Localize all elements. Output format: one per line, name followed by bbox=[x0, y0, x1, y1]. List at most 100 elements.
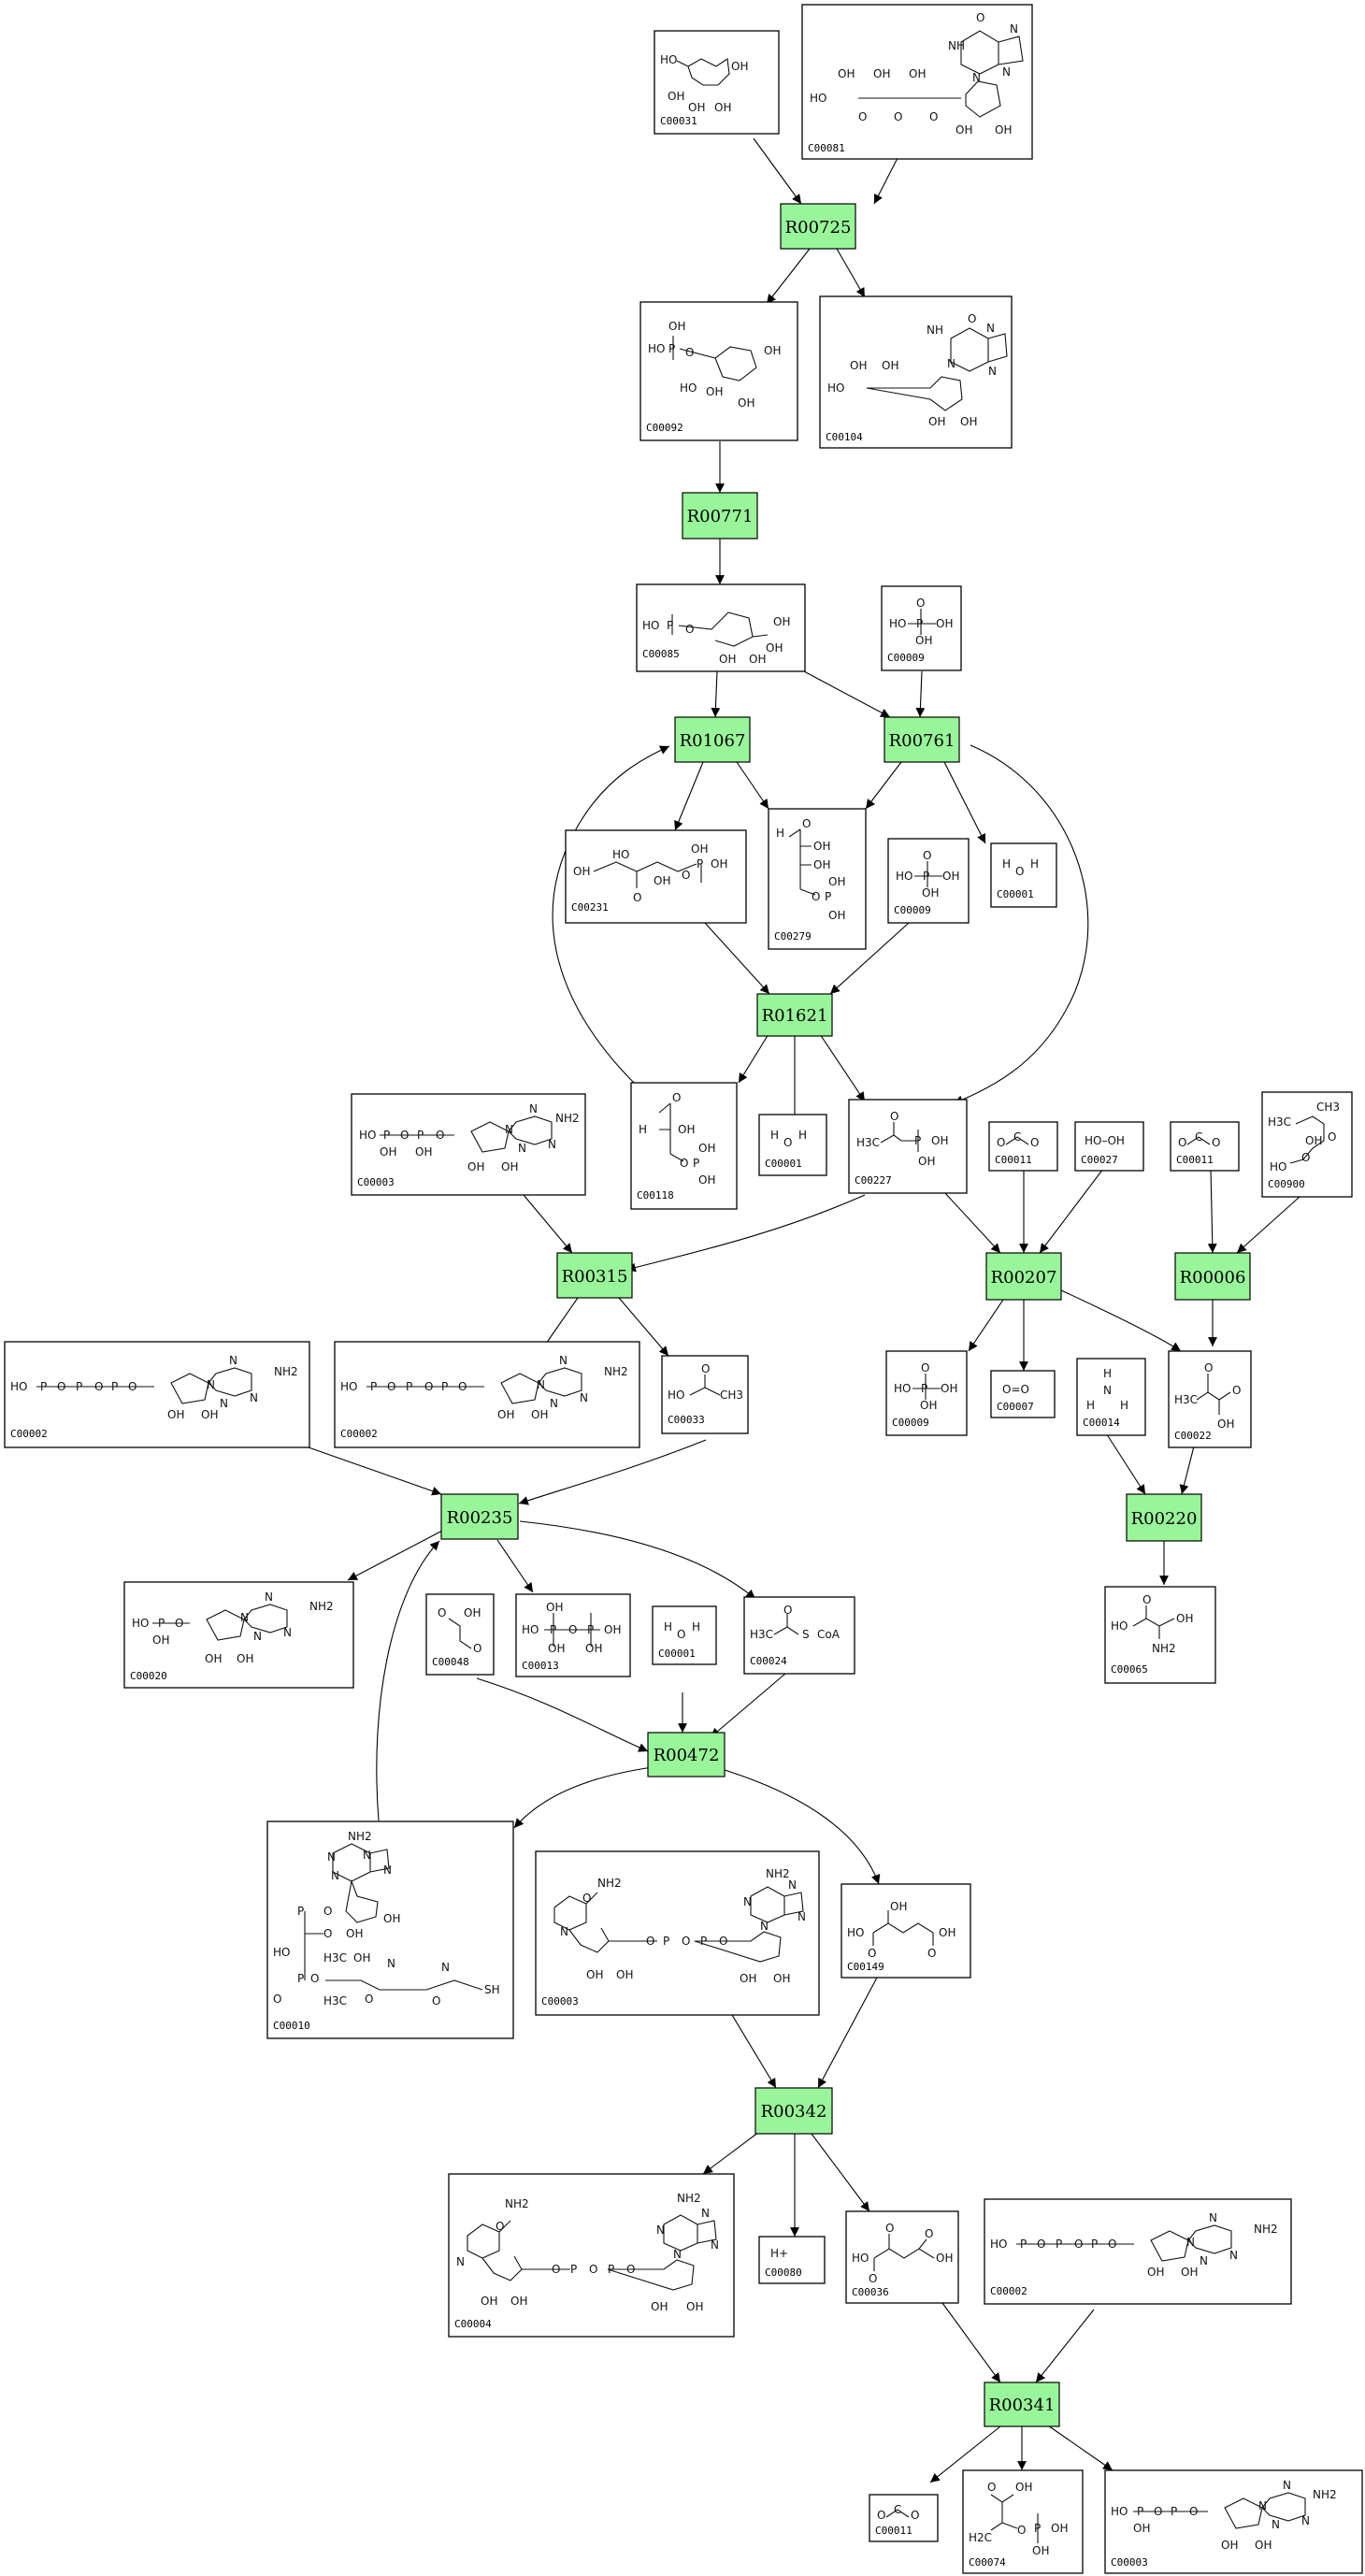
atom-label: N bbox=[240, 1611, 249, 1624]
atom-label: HO bbox=[359, 1129, 376, 1142]
compound-node-c00011c[interactable]: O C O C00011 bbox=[869, 2494, 939, 2542]
compound-node-c00020[interactable]: HO P O OH NH2 N N N N OH OH C00020 bbox=[123, 1581, 354, 1689]
compound-node-c00003c[interactable]: HO P O P O OH NH2 N N N N OH OH C00003 bbox=[1104, 2469, 1363, 2574]
reaction-node-R01067[interactable]: R01067 bbox=[674, 716, 751, 763]
compound-label: C00092 bbox=[646, 422, 683, 434]
compound-label: C00227 bbox=[855, 1174, 892, 1187]
reaction-box bbox=[682, 492, 758, 540]
reaction-node-R00235[interactable]: R00235 bbox=[440, 1493, 519, 1540]
reaction-label: R00220 bbox=[1131, 1509, 1198, 1529]
compound-node-c00080[interactable]: H+ C00080 bbox=[758, 2236, 826, 2284]
compound-node-c00048[interactable]: O OH O C00048 bbox=[425, 1593, 495, 1676]
atom-label: N bbox=[253, 1630, 262, 1643]
compound-node-c00031[interactable]: HO OH OH OH OH C00031 bbox=[654, 30, 780, 135]
compound-node-c00149[interactable]: HO OH O OH O C00149 bbox=[841, 1883, 971, 1979]
compound-node-c00011a[interactable]: O C O C00011 bbox=[988, 1121, 1058, 1172]
atom-label: OH bbox=[205, 1652, 222, 1665]
atom-label: OH bbox=[942, 870, 959, 883]
compound-node-c00013[interactable]: HO P O P OH OH OH OH C00013 bbox=[515, 1593, 631, 1677]
compound-box bbox=[758, 1114, 827, 1176]
reaction-node-R00761[interactable]: R00761 bbox=[884, 716, 960, 763]
compound-node-c00001a[interactable]: H O H C00001 bbox=[990, 842, 1057, 908]
compound-node-c00003b[interactable]: NH2 O N NH2 N N N N O P O P O OH OH OH O… bbox=[535, 1850, 820, 2016]
compound-node-c00011b[interactable]: O C O C00011 bbox=[1170, 1121, 1240, 1172]
edge bbox=[704, 922, 770, 995]
atom-label: NH2 bbox=[309, 1600, 334, 1613]
atom-label: OH bbox=[501, 1160, 518, 1173]
atom-label: O bbox=[1301, 1151, 1310, 1164]
compound-node-c00231[interactable]: OH HO O OH P OH OH O C00231 bbox=[565, 829, 747, 924]
compound-label: C00027 bbox=[1081, 1154, 1118, 1166]
edge bbox=[552, 745, 670, 1086]
edge bbox=[753, 137, 802, 205]
atom-label: OH bbox=[481, 2295, 497, 2308]
compound-node-c00001c[interactable]: H O H C00001 bbox=[652, 1605, 717, 1665]
compound-node-c00003a[interactable]: HO P O P O OH OH NH2 N N N N OH OH C0000… bbox=[351, 1093, 586, 1196]
molecule-structure bbox=[873, 2234, 935, 2271]
atom-label: O bbox=[923, 849, 931, 862]
compound-node-c00900[interactable]: CH3 H3C OH O HO O C00900 bbox=[1261, 1091, 1353, 1198]
reaction-node-R00220[interactable]: R00220 bbox=[1126, 1493, 1202, 1542]
compound-box bbox=[1104, 2469, 1363, 2574]
atom-label: N bbox=[505, 1123, 513, 1136]
compound-node-c00002b[interactable]: HO P O P O P O NH2 N N N N OH OH C00002 bbox=[334, 1341, 640, 1448]
atom-label: OH bbox=[1305, 1134, 1322, 1147]
atom-label: HO bbox=[680, 381, 697, 395]
compound-node-c00009b[interactable]: O HO P OH OH C00009 bbox=[887, 838, 970, 924]
compound-box bbox=[869, 2494, 939, 2542]
atom-label: P bbox=[921, 1382, 927, 1395]
compound-node-c00085[interactable]: HO P O OH OH OH OH C00085 bbox=[636, 583, 806, 672]
reaction-node-R00472[interactable]: R00472 bbox=[647, 1732, 726, 1777]
atom-label: H bbox=[1030, 857, 1039, 871]
atom-label: O bbox=[438, 1606, 446, 1619]
compound-node-c00074[interactable]: O OH H2C O P OH OH C00074 bbox=[962, 2469, 1084, 2574]
reaction-node-R01621[interactable]: R01621 bbox=[756, 993, 833, 1037]
compound-node-c00010[interactable]: NH2 N N N N O P OH O OH HO P O H3C OH N … bbox=[266, 1820, 514, 2039]
compound-node-c00002c[interactable]: HO P O P O P O NH2 N N N N OH OH C00002 bbox=[984, 2198, 1292, 2305]
atom-label: N bbox=[331, 1869, 339, 1882]
atom-label: HO bbox=[1270, 1160, 1286, 1173]
compound-label: C00149 bbox=[847, 1961, 884, 1973]
compound-label: C00001 bbox=[658, 1648, 696, 1660]
compound-node-c00027[interactable]: HO–OH C00027 bbox=[1074, 1121, 1144, 1172]
compound-node-c00024[interactable]: O H3C S CoA C00024 bbox=[743, 1596, 855, 1675]
edge bbox=[1236, 1196, 1300, 1254]
compound-node-c00014[interactable]: H N H H C00014 bbox=[1076, 1358, 1146, 1436]
atom-label: P bbox=[697, 857, 703, 871]
compound-node-c00227[interactable]: H3C O P OH OH C00227 bbox=[848, 1099, 968, 1194]
reaction-node-R00006[interactable]: R00006 bbox=[1174, 1252, 1251, 1301]
edge bbox=[513, 1766, 654, 1829]
reaction-node-R00725[interactable]: R00725 bbox=[780, 203, 856, 250]
atom-label: N bbox=[283, 1626, 292, 1639]
compound-node-c00065[interactable]: O HO OH NH2 C00065 bbox=[1104, 1586, 1216, 1684]
compound-node-c00004[interactable]: NH2 O N NH2 N N N N O P O P O OH OH OH O… bbox=[448, 2173, 735, 2338]
compound-node-c00001b[interactable]: H O H C00001 bbox=[758, 1114, 827, 1176]
compound-node-c00104[interactable]: OH OH HO NH O N N N OH OH C00104 bbox=[819, 295, 1013, 449]
reaction-node-R00207[interactable]: R00207 bbox=[985, 1252, 1062, 1301]
atom-label: O bbox=[1328, 1130, 1336, 1144]
compound-node-c00092[interactable]: HO P O OH OH OH OH HO C00092 bbox=[639, 301, 798, 441]
atom-label: N bbox=[518, 1142, 526, 1155]
atom-label: O bbox=[927, 1947, 936, 1960]
compound-node-c00007[interactable]: O=O C00007 bbox=[990, 1370, 1056, 1418]
compound-node-c00009a[interactable]: O HO P OH OH C00009 bbox=[881, 585, 962, 671]
compound-node-c00279[interactable]: H O OH OH O P OH OH C00279 bbox=[768, 808, 867, 950]
atom-label: OH bbox=[740, 1972, 756, 1985]
compound-node-c00022[interactable]: H3C O OH O C00022 bbox=[1168, 1350, 1252, 1448]
reaction-node-R00341[interactable]: R00341 bbox=[984, 2382, 1060, 2427]
compound-node-c00033[interactable]: HO O CH3 C00033 bbox=[661, 1355, 749, 1434]
atom-label: O bbox=[582, 1892, 591, 1905]
atom-label: OH bbox=[719, 653, 736, 666]
reaction-node-R00342[interactable]: R00342 bbox=[754, 2087, 833, 2135]
compound-node-c00036[interactable]: O HO O O OH C00036 bbox=[845, 2210, 959, 2304]
compound-node-c00009c[interactable]: O HO P OH OH C00009 bbox=[885, 1350, 968, 1436]
reaction-node-R00315[interactable]: R00315 bbox=[556, 1252, 633, 1299]
atom-label: O=O bbox=[1002, 1383, 1029, 1396]
atom-label: CoA bbox=[817, 1628, 841, 1641]
compound-node-c00118[interactable]: O H OH O P OH OH C00118 bbox=[630, 1082, 738, 1210]
compound-node-c00081[interactable]: OH OH OH HO O O O NH N N N O OH OH C0008… bbox=[801, 4, 1033, 160]
compound-node-c00002a[interactable]: HO P O P O P O NH2 N N N N OH OH C00002 bbox=[4, 1341, 310, 1448]
compound-box bbox=[351, 1093, 586, 1196]
atom-label: OH bbox=[654, 874, 670, 887]
reaction-node-R00771[interactable]: R00771 bbox=[682, 492, 758, 540]
